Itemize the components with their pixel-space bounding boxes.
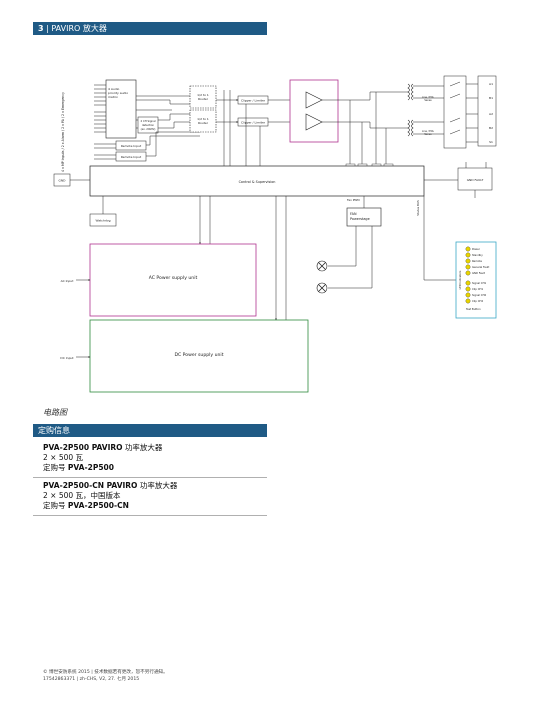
section-separator: | [43,24,52,33]
sig-detect-2: detection [142,123,155,127]
matrix-line-3: matrix [108,95,118,99]
dc-psu-label: DC Power supply unit [174,352,223,358]
mon-upper-1: Line / EOL [422,96,435,99]
product-divider-bottom [33,515,267,516]
remote-input-upper [115,140,147,151]
clipper-upper-label: Clipper / Limiter [241,99,266,103]
led-signal-ch1: Signal CH1 [472,281,487,285]
footer: © 博世安防系统 2015 | 技术数据若有更改，恕不另行通知。 1754286… [43,669,168,683]
led-power: Power [472,247,481,251]
transformer-upper [407,83,414,101]
mon-lower-2: Sense [424,133,432,136]
status-bus-line [423,196,456,281]
led-list [465,246,471,304]
clipper-lower-label: Clipper / Limiter [241,121,266,125]
output-terminals [477,75,497,147]
mon-upper-2: Sense [424,99,432,102]
fan-links [328,196,373,289]
remote-lower-label: Remote Input [121,155,142,159]
router-lower-2: Router [198,121,209,125]
mixing-matrix-box [105,79,137,139]
product-1-order-label: 定购号 [43,463,68,472]
led-remote: Remote [472,259,482,263]
gnd-fault-links [424,162,487,198]
product-2: PVA-2P500-CN PAVIRO 功率放大器 2 × 500 瓦，中国版本… [43,481,177,511]
led-standby: Standby [472,253,483,257]
router-lower-1: 1/2 to 1 [197,117,209,121]
led-signal-ch2: Signal CH2 [472,293,487,297]
section-title: PAVIRO 放大器 [51,24,107,33]
led-panel [455,241,497,319]
control-box [89,165,425,197]
footer-doc-info: 17542863371 | zh-CHS, V2, 27. 七月 2015 [43,677,140,682]
remote-input-lower [115,151,147,162]
led-clip-ch1: Clip CH1 [472,287,483,291]
sig-detect-3: (ex. 20kHz) [141,127,156,131]
matrix-line-1: 4 Audio [108,87,120,91]
router-upper-1: 1/2 to 1 [197,93,209,97]
router-clipper-links [216,90,307,168]
footer-copyright: © 博世安防系统 2015 | 技术数据若有更改，恕不另行通知。 [43,670,168,675]
control-label: Control & Supervision [239,180,276,184]
order-section-header: 定购信息 [33,424,267,437]
fan-label-1: FAN [350,212,357,216]
product-divider [33,477,267,478]
amplifier-box [289,79,339,143]
section-header: 3 | PAVIRO 放大器 [33,22,267,35]
mon-lower-1: Line / EOL [422,130,435,133]
gnd-label: GND [59,179,67,183]
product-2-name: PVA-2P500-CN PAVIRO [43,481,138,490]
product-2-desc: 2 × 500 瓦，中国版本 [43,491,121,500]
sig-detect-1: 2 CH Signal [140,119,155,123]
product-2-suffix: 功率放大器 [137,481,178,490]
product-1-order-code: PVA-2P500 [67,463,114,472]
product-2-order-label: 定购号 [43,501,68,510]
ac-psu-label: AC Power supply unit [149,275,198,281]
out-b2: B2 [489,126,493,130]
watchdog-label: Watchdog [96,219,111,223]
matrix-router-links [136,95,200,157]
out-b1: B1 [489,96,493,100]
matrix-line-2: priority audio [108,91,128,95]
gnd-fault-label: GND FAULT [467,178,484,182]
product-1-desc: 2 × 500 瓦 [43,453,84,462]
fan-icon-2 [316,282,328,294]
router-lower [189,109,217,133]
product-1: PVA-2P500 PAVIRO 功率放大器 2 × 500 瓦 定购号 PVA… [43,443,162,473]
out-s1: S1 [489,140,493,144]
circuit-diagram: 4 x MP Inputs / 2 x Alarm / 2 x PA / 2 x… [53,75,497,393]
remote-upper-label: Remote Input [121,144,142,148]
router-upper [189,85,217,109]
router-upper-2: Router [198,97,209,101]
product-2-order-code: PVA-2P500-CN [67,501,129,510]
diagram-caption: 电路图 [43,408,67,417]
fan-icon-1 [316,260,328,272]
led-clip-ch2: Clip CH2 [472,299,483,303]
amp-upper-triangle [305,91,323,109]
ac-psu-box [89,243,257,317]
inputs-label: 4 x MP Inputs / 2 x Alarm / 2 x PA / 2 x… [61,92,65,172]
fan-pwm-label: Fan PWM [347,198,360,202]
product-1-name: PVA-2P500 PAVIRO [43,443,123,452]
psu-links [199,196,287,321]
product-1-suffix: 功率放大器 [122,443,163,452]
led-general-fault: General Fault [472,265,489,269]
signal-detection-box [137,116,159,134]
input-lines [94,84,116,160]
led-panel-label: LED Indicators [458,270,462,289]
dc-input-label: DC Input [60,356,74,360]
amp-output-links [322,91,408,164]
relay-block [443,75,467,149]
relay-links [413,81,478,143]
led-test-button: Test Button [466,307,481,311]
ac-input-label: AC Input [61,279,75,283]
led-gnd-fault: GND Fault [472,271,485,275]
out-a1: A1 [489,82,493,86]
status-bus-label: Status BUS [416,200,420,216]
amp-lower-triangle [305,113,323,131]
transformer-lower [407,119,414,137]
fan-label-2: Powerstage [350,217,370,221]
out-a2: A2 [489,112,493,116]
section-number: 3 [38,24,44,33]
